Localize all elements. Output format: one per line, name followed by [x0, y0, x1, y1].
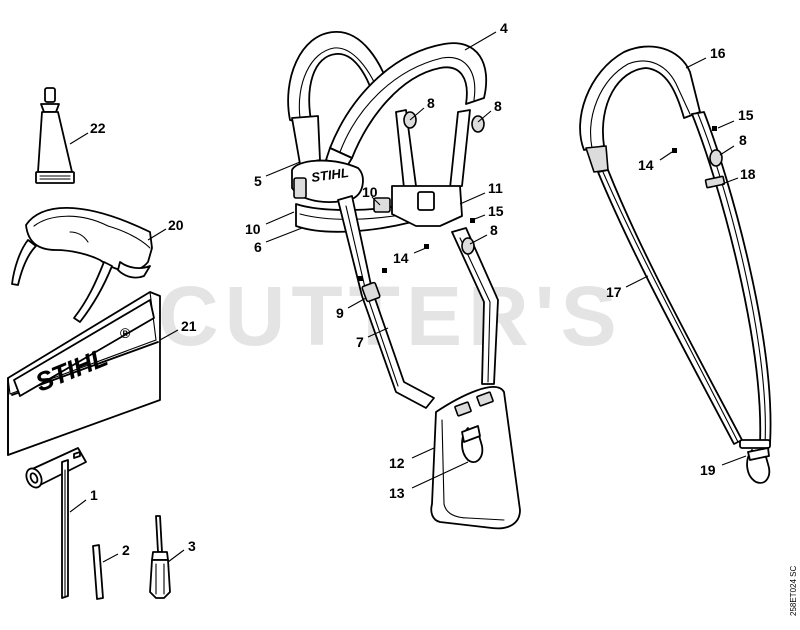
tool-pouch — [7, 291, 161, 456]
part-number-p15b: 15 — [738, 107, 754, 123]
part-number-p1: 1 — [90, 487, 98, 503]
part-number-p8b: 8 — [494, 98, 502, 114]
screwdriver — [149, 515, 171, 599]
callout-line-p3 — [167, 549, 185, 563]
part-number-p2: 2 — [122, 542, 130, 558]
callout-line-p21 — [159, 329, 179, 341]
callout-line-p12 — [411, 447, 435, 459]
part-number-p11: 11 — [488, 180, 503, 196]
callout-line-p18 — [721, 177, 739, 185]
callout-line-p8b — [477, 110, 492, 123]
part-number-p22: 22 — [90, 120, 106, 136]
part-number-p16: 16 — [710, 45, 726, 61]
safety-glasses — [11, 206, 153, 323]
callout-line-p6 — [265, 227, 303, 243]
full-harness — [287, 31, 521, 530]
part-number-p12: 12 — [389, 455, 405, 471]
callout-line-p20 — [147, 228, 167, 241]
callout-line-p8a — [409, 107, 425, 121]
part-number-p6: 6 — [254, 239, 262, 255]
callout-line-p4 — [464, 31, 497, 51]
callout-line-p15b — [717, 120, 735, 129]
callout-line-p5 — [265, 161, 301, 177]
callout-line-p8c — [469, 234, 488, 245]
part-number-p10a: 10 — [362, 184, 378, 200]
shoulder-strap — [579, 45, 772, 484]
drawing-code: 258ET024 SC — [789, 566, 798, 616]
callout-line-p16 — [685, 57, 707, 69]
callout-line-p15a — [471, 214, 486, 221]
callout-line-p2 — [102, 553, 119, 563]
part-number-p17: 17 — [606, 284, 622, 300]
part-number-p14a: 14 — [393, 250, 409, 266]
part-number-p20: 20 — [168, 217, 184, 233]
harness-brand-logo: STIHL — [310, 165, 349, 185]
part-number-p18: 18 — [740, 166, 756, 182]
registered-mark: ® — [120, 325, 131, 341]
part-number-p7: 7 — [356, 334, 364, 350]
callout-line-p1 — [69, 499, 87, 513]
part-number-p13: 13 — [389, 485, 405, 501]
callout-line-p7 — [367, 327, 389, 338]
callout-line-p8d — [719, 145, 735, 156]
callout-line-p17 — [625, 275, 649, 288]
part-number-p5: 5 — [254, 173, 262, 189]
callout-line-p10a — [371, 196, 381, 206]
part-number-p9: 9 — [336, 305, 344, 321]
part-number-p8c: 8 — [490, 222, 498, 238]
part-number-p8a: 8 — [427, 95, 435, 111]
part-number-p8d: 8 — [739, 132, 747, 148]
part-number-p15a: 15 — [488, 203, 504, 219]
combination-wrench — [25, 447, 87, 599]
part-number-p3: 3 — [188, 538, 196, 554]
part-number-p4: 4 — [500, 20, 508, 36]
part-number-p10b: 10 — [245, 221, 261, 237]
callout-line-p10b — [265, 211, 295, 225]
part-number-p14b: 14 — [638, 157, 654, 173]
callout-line-p14a — [413, 247, 427, 254]
callout-line-p11 — [459, 192, 486, 205]
callout-line-p22 — [69, 132, 89, 145]
callout-line-p9 — [347, 297, 367, 309]
pin — [92, 544, 104, 600]
part-number-p19: 19 — [700, 462, 716, 478]
callout-line-p13 — [411, 461, 469, 489]
callout-line-p19 — [721, 455, 747, 466]
callout-line-p14b — [659, 151, 673, 161]
grease-tube — [35, 87, 75, 184]
part-number-p21: 21 — [181, 318, 197, 334]
